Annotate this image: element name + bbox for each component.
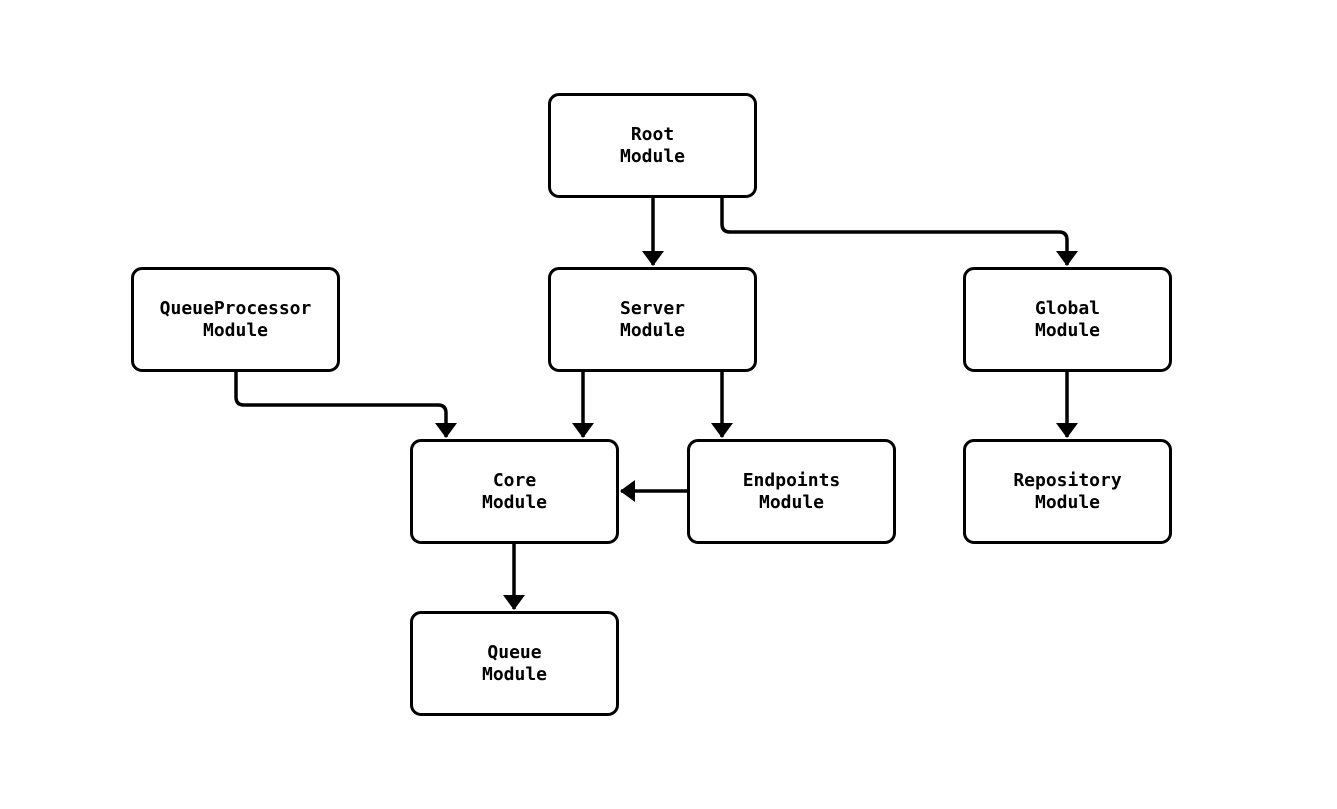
node-endpoints-label-line: Endpoints <box>742 469 841 491</box>
node-repository-label-line: Repository <box>1013 469 1122 491</box>
node-queueprocessor-label-line: Module <box>202 319 269 341</box>
node-queueprocessor-label-line: QueueProcessor <box>159 297 312 319</box>
node-queue-label-line: Module <box>481 663 548 685</box>
node-endpoints-label-line: Module <box>758 491 825 513</box>
node-server-label-line: Server <box>619 297 686 319</box>
node-global-label-line: Module <box>1034 319 1101 341</box>
node-root-label-line: Root <box>630 123 675 145</box>
node-server-label-line: Module <box>619 319 686 341</box>
node-queue-label-line: Queue <box>487 641 542 663</box>
node-core-label-line: Module <box>481 491 548 513</box>
node-core-label-line: Core <box>492 469 537 491</box>
edge-queueprocessor-core <box>234 372 457 438</box>
node-global-label-line: Global <box>1034 297 1101 319</box>
node-repository-label-line: Module <box>1034 491 1101 513</box>
node-root-label-line: Module <box>619 145 686 167</box>
edge-root-global <box>720 198 1078 266</box>
